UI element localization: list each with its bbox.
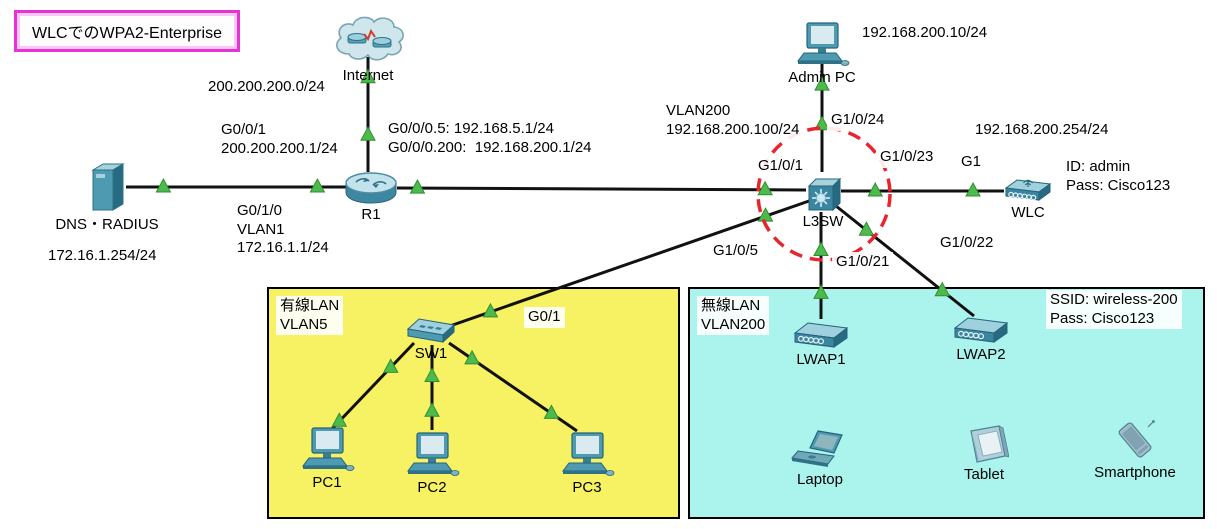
accesspoint-icon [953, 317, 1009, 343]
device-wlc[interactable]: WLC [1003, 177, 1053, 221]
link-up-arrow-icon [360, 126, 376, 141]
device-label-r1: R1 [361, 206, 381, 223]
switch-icon [406, 318, 456, 344]
note-port-g1-0-24: G1/0/24 [827, 110, 889, 131]
link-l3sw-lwap2[interactable] [835, 204, 975, 318]
link-up-arrow-icon [867, 181, 884, 197]
diagram-title-box: WLCでのWPA2-Enterprise [14, 10, 240, 52]
link-r1-l3sw[interactable] [396, 186, 807, 192]
smartphone-icon [1118, 420, 1155, 458]
link-up-arrow-icon [814, 76, 830, 91]
link-up-arrow-icon [814, 115, 830, 131]
link-up-arrow-icon [757, 180, 773, 196]
link-up-arrow-icon [482, 302, 499, 318]
device-label-lwap2: LWAP2 [956, 346, 1006, 363]
note-port-g0-1: G0/1 [524, 307, 565, 328]
wlc-icon [1004, 179, 1052, 201]
device-label-laptop: Laptop [797, 471, 843, 488]
device-label-admin-pc: Admin PC [788, 69, 856, 86]
link-up-arrow-icon [813, 241, 829, 257]
device-pc2[interactable]: PC2 [404, 432, 460, 496]
note-port-g1: G1 [957, 152, 986, 173]
link-up-arrow-icon [360, 68, 376, 84]
l3switch-icon [807, 177, 841, 212]
device-l3sw[interactable]: L3SW [803, 172, 843, 230]
server-icon [91, 163, 125, 211]
pc-icon [797, 22, 850, 66]
note-port-g1-0-5: G1/0/5 [709, 241, 763, 262]
link-up-arrow-icon [331, 412, 348, 427]
device-label-wlc: WLC [1011, 204, 1045, 221]
device-label-pc3: PC3 [572, 479, 602, 496]
link-up-arrow-icon [155, 177, 172, 193]
device-laptop[interactable]: Laptop [790, 430, 850, 488]
link-up-arrow-icon [409, 179, 426, 194]
note-internet-subnet: 200.200.200.0/24 [204, 77, 329, 98]
link-up-arrow-icon [382, 358, 399, 373]
device-label-dns-radius: DNS・RADIUS [55, 216, 159, 233]
note-port-g1-0-22: G1/0/22 [936, 233, 998, 254]
device-tablet[interactable]: Tablet [959, 423, 1009, 483]
note-adminpc-ip: 192.168.200.10/24 [858, 23, 992, 44]
link-up-arrow-icon [309, 177, 326, 193]
device-label-tablet: Tablet [963, 466, 1005, 483]
link-up-arrow-icon [424, 367, 440, 382]
tablet-icon [970, 425, 1009, 463]
device-pc3[interactable]: PC3 [559, 432, 615, 496]
pc-icon [562, 432, 615, 476]
device-label-sw1: SW1 [414, 345, 448, 362]
device-label-lwap1: LWAP1 [796, 351, 846, 368]
link-up-arrow-icon [464, 349, 480, 365]
note-port-g1-0-1: G1/0/1 [754, 156, 808, 177]
device-label-smartphone: Smartphone [1094, 464, 1176, 481]
note-port-g1-0-21: G1/0/21 [832, 252, 894, 273]
accesspoint-icon [793, 322, 849, 348]
device-sw1[interactable]: SW1 [406, 316, 456, 362]
device-label-pc2: PC2 [417, 479, 447, 496]
device-dns-radius[interactable]: DNS・RADIUS [55, 162, 159, 233]
device-label-l3sw: L3SW [802, 213, 844, 230]
link-sw1-pc1[interactable] [329, 341, 416, 432]
pc-icon [302, 427, 355, 471]
device-internet[interactable]: Internet [330, 14, 406, 84]
link-up-arrow-icon [858, 221, 875, 236]
note-wlc-ip: 192.168.200.254/24 [971, 120, 1113, 141]
cloud-icon [336, 16, 404, 61]
pc-icon [407, 432, 460, 476]
laptop-icon [791, 430, 843, 467]
link-l3sw-sw1[interactable] [446, 199, 810, 329]
link-up-arrow-icon [424, 402, 440, 417]
router-icon [345, 172, 397, 204]
focus-highlight-circle [756, 126, 892, 262]
link-up-arrow-icon [813, 284, 829, 299]
device-r1[interactable]: R1 [344, 169, 398, 223]
device-label-pc1: PC1 [312, 474, 342, 491]
device-smartphone[interactable]: Smartphone [1094, 417, 1176, 481]
device-lwap1[interactable]: LWAP1 [791, 320, 851, 368]
device-pc1[interactable]: PC1 [299, 427, 355, 491]
device-admin-pc[interactable]: Admin PC [788, 22, 856, 86]
diagram-title: WLCでのWPA2-Enterprise [20, 16, 234, 46]
device-label-internet: Internet [342, 67, 394, 84]
device-lwap2[interactable]: LWAP2 [951, 315, 1011, 363]
note-dns-ip: 172.16.1.254/24 [44, 246, 161, 267]
link-up-arrow-icon [965, 181, 981, 197]
link-up-arrow-icon [543, 404, 560, 419]
link-up-arrow-icon [934, 281, 951, 297]
note-port-g1-0-23: G1/0/23 [876, 147, 938, 168]
